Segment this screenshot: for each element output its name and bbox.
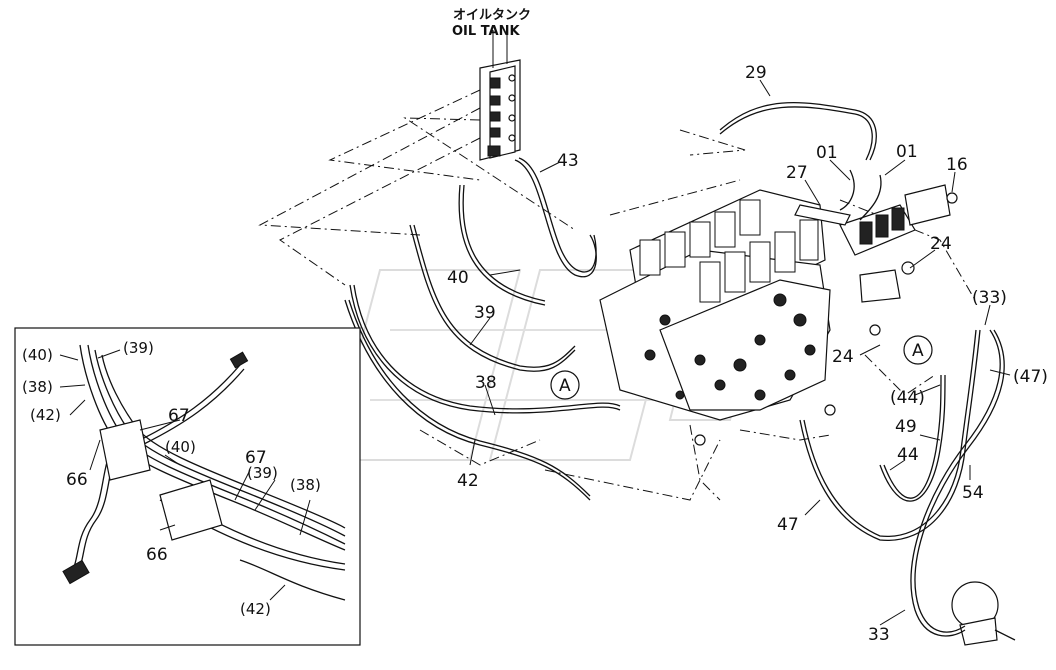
- callout-16: 16: [946, 155, 968, 175]
- tank-label-jp: オイルタンク: [453, 8, 531, 23]
- callout-24-upper: 24: [930, 234, 952, 254]
- detail-callout-38-left: (38): [22, 378, 53, 396]
- callout-44-ref: (44): [890, 388, 925, 408]
- detail-callout-38-right: (38): [290, 476, 321, 494]
- oil-tank-bracket: [479, 30, 521, 161]
- callout-47-ref: (47): [1013, 367, 1048, 387]
- detail-callout-39-top: (39): [123, 339, 154, 357]
- reference-markers: [550, 335, 933, 400]
- detail-callout-39-mid: (39): [247, 464, 278, 482]
- callout-44: 44: [897, 445, 919, 465]
- callout-42: 42: [457, 471, 479, 491]
- callout-01-right: 01: [896, 142, 918, 162]
- detail-callout-42-left: (42): [30, 406, 61, 424]
- callout-40: 40: [447, 268, 469, 288]
- callout-49: 49: [895, 417, 917, 437]
- detail-callout-66-bottom: 66: [146, 545, 168, 565]
- detail-callout-42-bottom: (42): [240, 600, 271, 618]
- ref-circle-a-right: [903, 335, 933, 365]
- ref-a-left-label: A: [559, 376, 571, 396]
- callout-47: 47: [777, 515, 799, 535]
- callout-54: 54: [962, 483, 984, 503]
- detail-callout-66-top: 66: [66, 470, 88, 490]
- callout-38: 38: [475, 373, 497, 393]
- detail-callout-67-top: 67: [168, 406, 190, 426]
- tank-label-en: OIL TANK: [452, 24, 520, 39]
- hoses: [344, 102, 1005, 637]
- callout-43: 43: [557, 151, 579, 171]
- detail-callout-40-top: (40): [22, 346, 53, 364]
- callout-29: 29: [745, 63, 767, 83]
- detail-callout-67-mid: 67: [245, 448, 267, 468]
- leader-lines: [469, 79, 1011, 626]
- solenoid-block: [794, 184, 958, 303]
- callout-27: 27: [786, 163, 808, 183]
- callout-24-lower: 24: [832, 347, 854, 367]
- callout-33-ref: (33): [972, 288, 1007, 308]
- detail-callout-40-mid: (40): [165, 438, 196, 456]
- control-valve: [599, 189, 881, 446]
- detail-view: [14, 327, 361, 646]
- callout-33: 33: [868, 625, 890, 645]
- ref-circle-a-left: [550, 370, 580, 400]
- callout-39: 39: [474, 303, 496, 323]
- callout-01-left: 01: [816, 143, 838, 163]
- accumulator: [951, 581, 1016, 646]
- ref-a-right-label: A: [912, 341, 924, 361]
- labels: オイルタンク OIL TANK 29 01 01 16 43 27 24 40 …: [22, 8, 1048, 645]
